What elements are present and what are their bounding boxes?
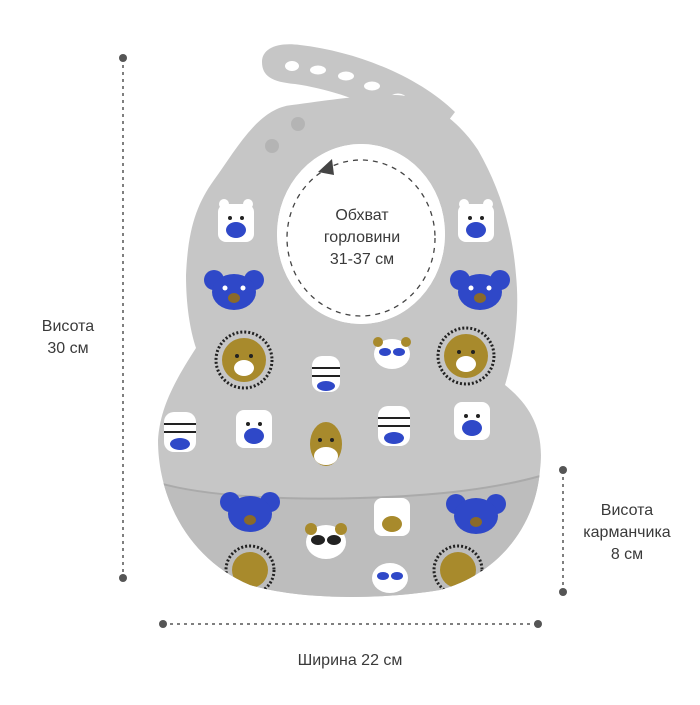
panda-face: [305, 523, 347, 559]
pocket-height-label: Висота карманчика 8 см: [583, 502, 671, 563]
width-dimension-line: [159, 620, 542, 628]
koala-face: [450, 270, 510, 310]
height-dimension-line: [119, 54, 127, 582]
giraffe-face: [310, 422, 342, 466]
neck-circumference-label: Обхват горловини 31-37 см: [323, 207, 401, 268]
bear-face: [236, 410, 272, 448]
bear-face: [454, 402, 490, 440]
snap-buttons: [265, 117, 305, 153]
zebra-face: [312, 356, 340, 392]
koala-face: [204, 270, 264, 310]
lion-face: [214, 330, 274, 390]
bear-face: [374, 498, 410, 536]
bear-face: [458, 199, 494, 242]
lion-face: [436, 326, 496, 386]
panda-face: [373, 337, 411, 369]
pocket-dimension-line: [559, 466, 567, 596]
zebra-face: [378, 406, 410, 446]
koala-face: [220, 492, 280, 532]
bear-face: [218, 199, 254, 242]
height-label: Висота 30 см: [41, 318, 95, 357]
panda-face: [372, 563, 408, 593]
zebra-face: [164, 412, 196, 452]
animal-pattern: [158, 199, 541, 597]
koala-face: [446, 494, 506, 534]
width-label: Ширина 22 см: [297, 652, 403, 669]
